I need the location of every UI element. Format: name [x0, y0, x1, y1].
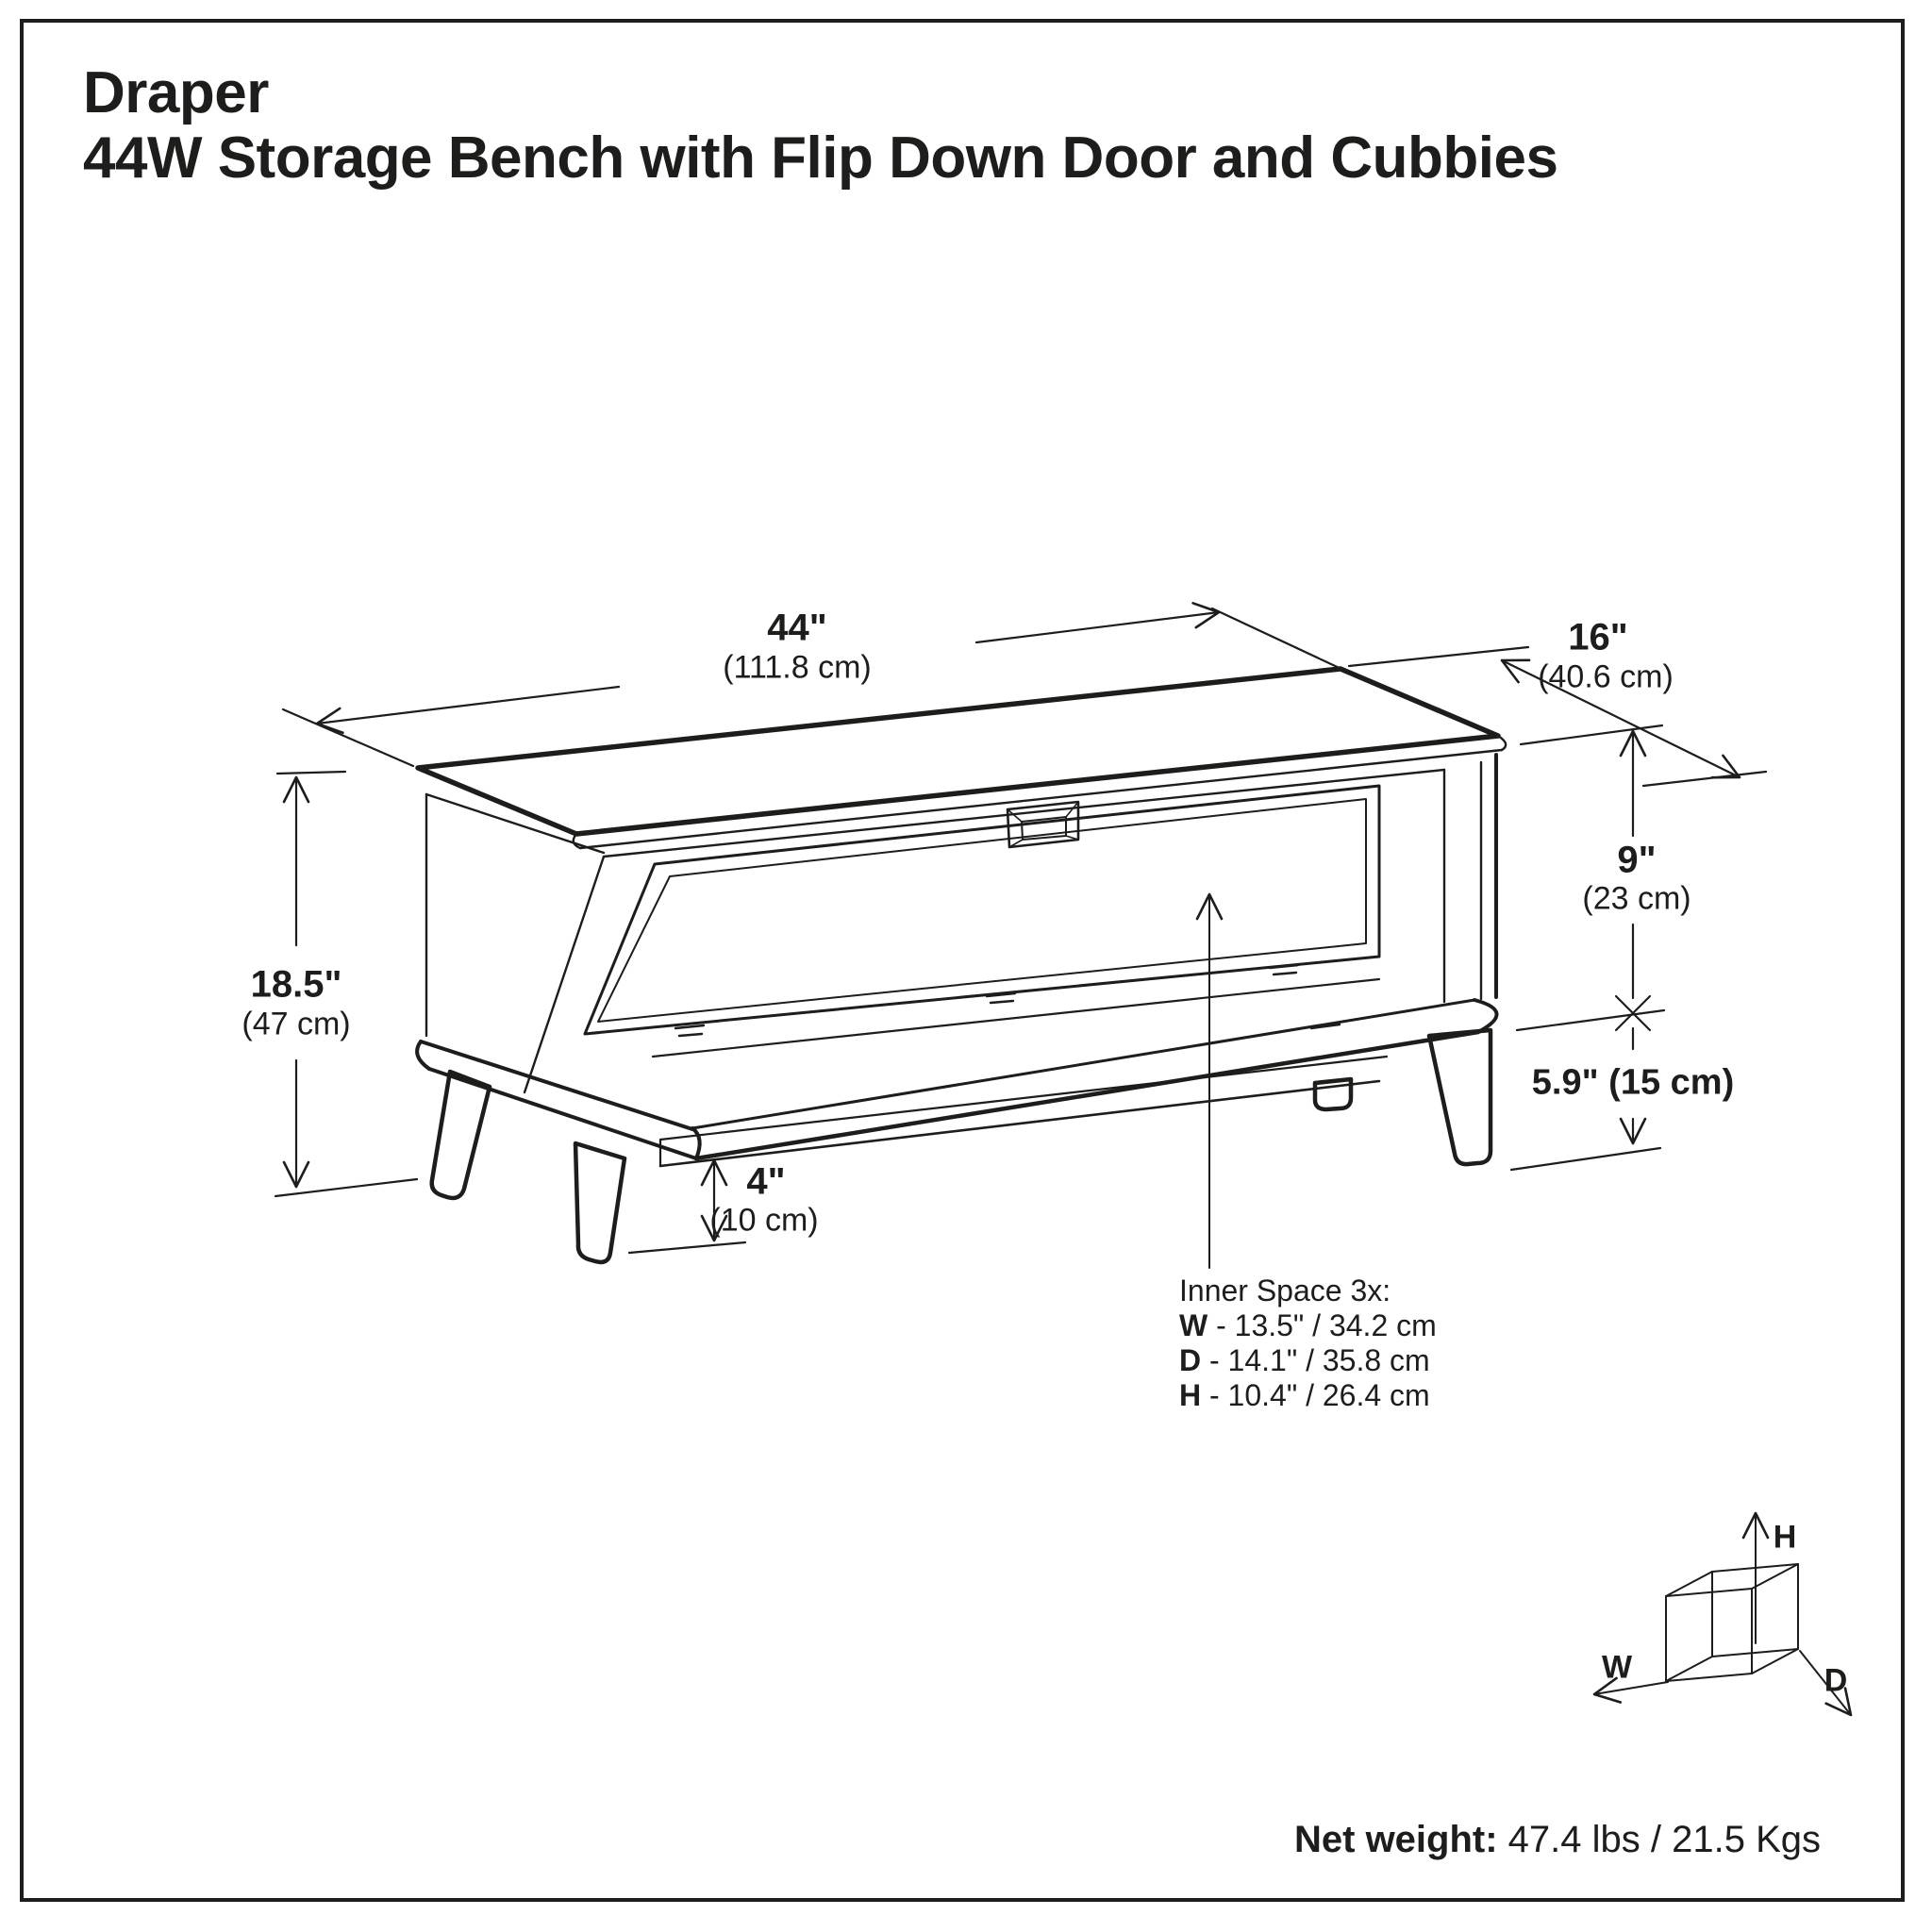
flip-door-outline [583, 784, 1381, 1036]
inner-space-row-h: H - 10.4" / 26.4 cm [1179, 1378, 1437, 1413]
leg-back-left [429, 1069, 492, 1201]
net-weight-value: 47.4 lbs / 21.5 Kgs [1497, 1819, 1821, 1860]
bench-plinth [658, 1055, 1389, 1168]
bench-figure [415, 666, 1507, 1265]
dim-base-height-label: 5.9" (15 cm) [1531, 1062, 1735, 1103]
leg-front-right [1426, 1027, 1493, 1167]
cube-label-d: D [1824, 1662, 1848, 1699]
inner-space-axis-h: H [1179, 1378, 1202, 1412]
bench-left-side [425, 792, 606, 1094]
dim-depth-16 [1347, 645, 1768, 788]
dim-clearance-in-label: 4" [746, 1160, 786, 1203]
orientation-cube [1592, 1511, 1853, 1717]
dim-total-height-in-label: 18.5" [250, 963, 342, 1006]
case-top-edge [602, 768, 1446, 858]
bench-right-side [1442, 753, 1498, 1004]
dim-depth-in-label: 16" [1568, 616, 1628, 658]
inner-space-axis-w: W [1179, 1308, 1208, 1342]
dimension-lines [274, 602, 1768, 1269]
inner-space-value-d: - 14.1" / 35.8 cm [1201, 1343, 1430, 1377]
leg-front-left [573, 1141, 627, 1265]
dim-height-185 [274, 770, 419, 1198]
bench-legs [429, 1027, 1493, 1265]
dim-width-cm-label: (111.8 cm) [723, 649, 872, 686]
bench-top [415, 666, 1507, 850]
door-bottom-lip [651, 977, 1381, 1058]
bench-front-face [583, 768, 1446, 1058]
page-border [20, 19, 1905, 1902]
cube-label-h: H [1773, 1519, 1797, 1556]
leg-back-right-foot [1312, 1076, 1354, 1112]
dim-depth-cm-label: (40.6 cm) [1538, 658, 1674, 695]
dim-height-9-and-59 [1509, 724, 1666, 1172]
door-handle [1006, 800, 1080, 849]
net-weight-label: Net weight: [1294, 1819, 1498, 1860]
bench-base-rail [415, 998, 1499, 1161]
inner-space-heading: Inner Space 3x: [1179, 1274, 1391, 1307]
product-name: Draper [83, 60, 269, 125]
cube-axis-d [1799, 1650, 1853, 1717]
inner-space-row-w: W - 13.5" / 34.2 cm [1179, 1308, 1437, 1343]
door-hinges [674, 963, 1300, 1038]
dim-width-in-label: 44" [767, 607, 827, 649]
net-weight: Net weight: 47.4 lbs / 21.5 Kgs [1294, 1819, 1821, 1861]
inner-space-value-h: - 10.4" / 26.4 cm [1201, 1378, 1430, 1412]
dim-upper-height-in-label: 9" [1617, 839, 1657, 881]
dim-total-height-cm-label: (47 cm) [242, 1006, 351, 1042]
inner-space-block: Inner Space 3x: W - 13.5" / 34.2 cm D - … [1179, 1274, 1437, 1413]
product-description: 44W Storage Bench with Flip Down Door an… [83, 125, 1558, 192]
inner-space-row-d: D - 14.1" / 35.8 cm [1179, 1343, 1437, 1378]
flip-door-panel [597, 798, 1367, 1023]
cube-axis-w [1592, 1676, 1669, 1704]
cube-label-w: W [1601, 1649, 1633, 1686]
inner-space-axis-d: D [1179, 1343, 1202, 1377]
page-title: Draper 44W Storage Bench with Flip Down … [83, 60, 1558, 192]
dim-width-44 [281, 602, 1347, 768]
dim-clearance-cm-label: (10 cm) [709, 1202, 819, 1239]
inner-space-value-w: - 13.5" / 34.2 cm [1208, 1308, 1437, 1342]
dim-upper-height-cm-label: (23 cm) [1582, 880, 1691, 917]
dim-clearance-4 [627, 1158, 747, 1255]
